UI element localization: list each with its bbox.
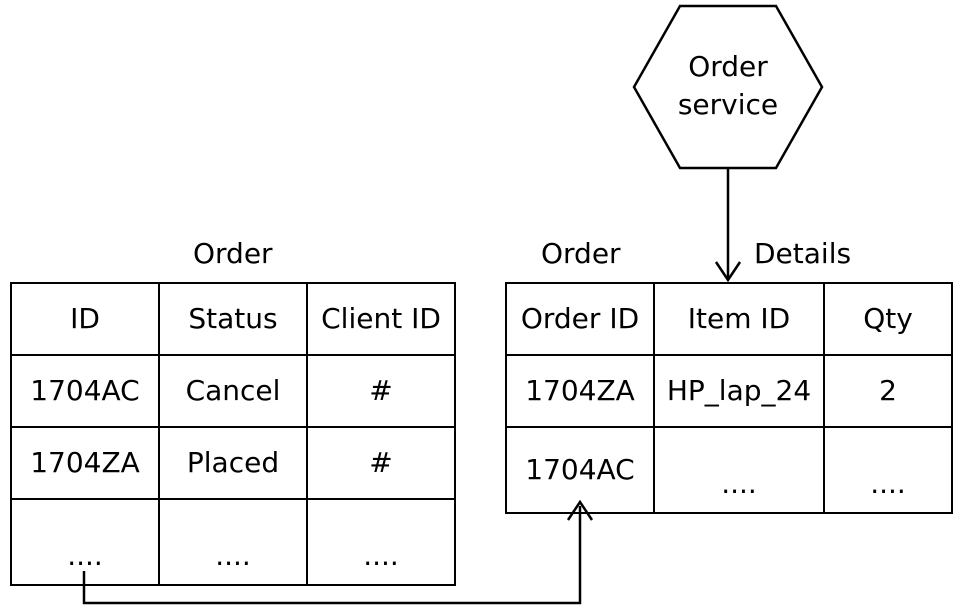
order-details-table: Order ID Item ID Qty 1704ZA HP_lap_24 2 … [505,282,953,514]
table-row: 1704AC .... .... [505,426,953,514]
orders-cell-client-id: .... [306,498,456,586]
details-caption-left: Order [541,237,621,270]
details-table-header-row: Order ID Item ID Qty [505,282,953,356]
service-to-details-arrowhead [714,261,742,283]
orders-header-status: Status [158,282,308,356]
details-cell-qty: .... [823,426,953,514]
details-header-qty: Qty [823,282,953,356]
table-row: 1704AC Cancel # [10,354,456,428]
table-row: 1704ZA HP_lap_24 2 [505,354,953,428]
order-id-foreign-key-connector [82,506,582,605]
details-cell-order-id: 1704ZA [505,354,655,428]
orders-cell-id: 1704AC [10,354,160,428]
orders-cell-id: .... [10,498,160,586]
details-cell-order-id: 1704AC [505,426,655,514]
orders-table: ID Status Client ID 1704AC Cancel # 1704… [10,282,456,586]
table-row: 1704ZA Placed # [10,426,456,500]
orders-header-id: ID [10,282,160,356]
details-caption-right: Details [754,237,852,270]
orders-cell-status: Cancel [158,354,308,428]
details-header-order-id: Order ID [505,282,655,356]
details-header-item-id: Item ID [653,282,825,356]
orders-cell-id: 1704ZA [10,426,160,500]
orders-header-client-id: Client ID [306,282,456,356]
order-service-line2: service [677,88,779,121]
order-service-hexagon [632,4,824,170]
orders-cell-client-id: # [306,426,456,500]
order-service-label: Order service [634,48,822,124]
orders-cell-status: .... [158,498,308,586]
orders-cell-client-id: # [306,354,456,428]
details-cell-item-id: HP_lap_24 [653,354,825,428]
order-service-line1: Order [688,50,768,83]
orders-table-caption: Order [193,237,273,270]
orders-table-header-row: ID Status Client ID [10,282,456,356]
details-cell-item-id: .... [653,426,825,514]
details-cell-qty: 2 [823,354,953,428]
orders-cell-status: Placed [158,426,308,500]
table-row: .... .... .... [10,498,456,586]
